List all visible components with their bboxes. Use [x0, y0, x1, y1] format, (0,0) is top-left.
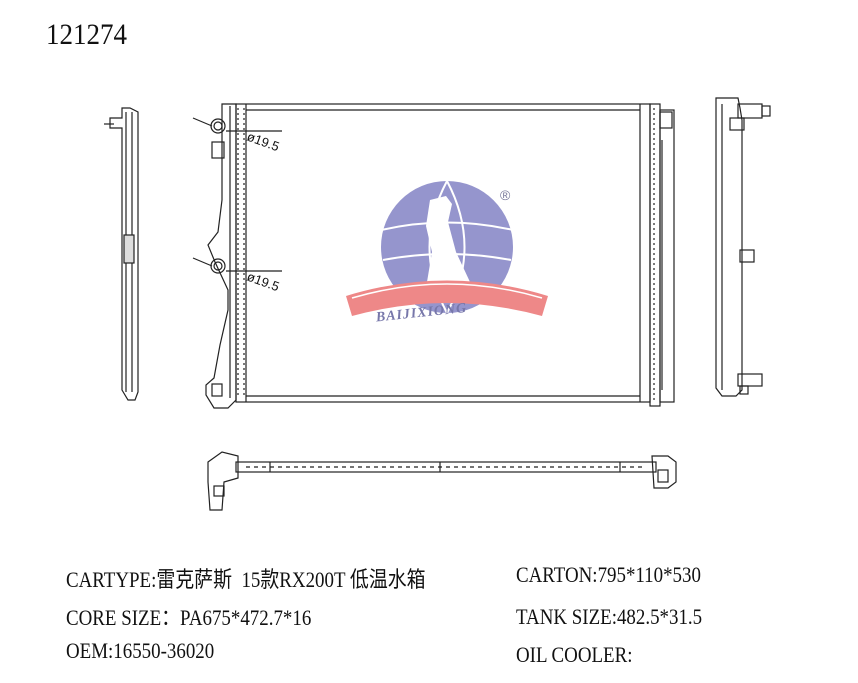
brand-logo: BAIJIXIONG ®: [346, 180, 548, 326]
spec-oem: OEM:16550-36020: [66, 638, 215, 663]
top-view: [207, 451, 677, 511]
right-side-view: [715, 97, 771, 397]
left-tank: [192, 103, 282, 409]
right-tank: [649, 103, 675, 407]
inlet-diameter-label: ø19.5: [245, 129, 281, 154]
spec-tank-size: TANK SIZE:482.5*31.5: [516, 604, 703, 629]
logo-ribbon: [346, 280, 548, 316]
logo-bear-silhouette: [426, 196, 470, 288]
part-number: 121274: [46, 18, 127, 51]
spec-core-size: CORE SIZE：PA675*472.7*16: [66, 605, 312, 630]
spec-cartype: CARTYPE:雷克萨斯 15款RX200T 低温水箱: [66, 567, 426, 592]
left-side-view: [104, 107, 139, 401]
registered-mark: ®: [500, 187, 511, 203]
outlet-diameter-label: ø19.5: [245, 269, 281, 294]
spec-oil-cooler: OIL COOLER:: [516, 642, 633, 667]
spec-carton: CARTON:795*110*530: [516, 562, 701, 587]
